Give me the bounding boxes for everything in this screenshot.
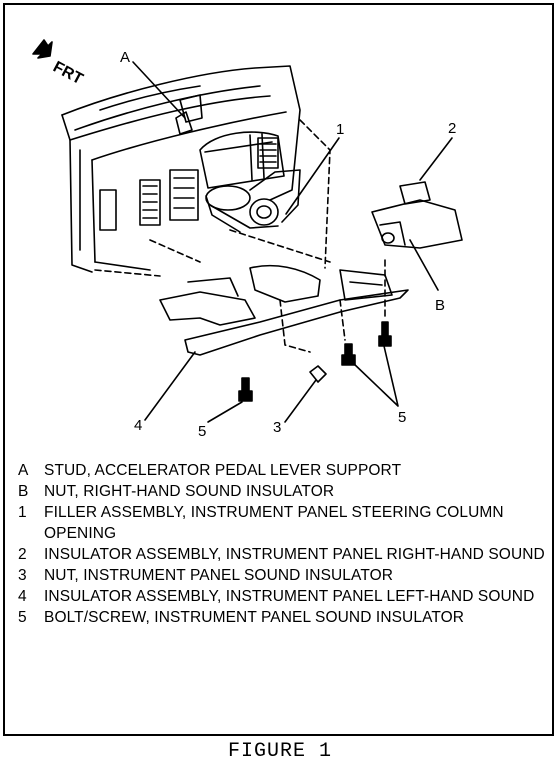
legend-item: 3 NUT, INSTRUMENT PANEL SOUND INSULATOR — [18, 565, 548, 586]
legend-key: A — [18, 462, 29, 479]
legend-key: 1 — [18, 504, 27, 521]
dashboard-panel — [61, 65, 386, 353]
front-arrow-icon — [32, 39, 53, 59]
figure-frame — [3, 3, 554, 736]
figure-caption: FIGURE 1 — [227, 740, 332, 763]
legend-text: INSULATOR ASSEMBLY, INSTRUMENT PANEL RIG… — [44, 546, 545, 563]
legend-text: NUT, RIGHT-HAND SOUND INSULATOR — [44, 483, 335, 500]
callout-1: 1 — [336, 121, 344, 138]
legend-text: STUD, ACCELERATOR PEDAL LEVER SUPPORT — [44, 462, 402, 479]
right-hand-insulator-assembly — [371, 181, 463, 249]
legend-text: INSULATOR ASSEMBLY, INSTRUMENT PANEL LEF… — [44, 588, 535, 605]
legend-key: 2 — [18, 546, 27, 563]
legend-item: 2 INSULATOR ASSEMBLY, INSTRUMENT PANEL R… — [18, 544, 548, 565]
callout-2: 2 — [448, 120, 456, 137]
legend-key: 5 — [18, 609, 27, 626]
legend-item: A STUD, ACCELERATOR PEDAL LEVER SUPPORT — [18, 460, 548, 481]
legend-key: B — [18, 483, 29, 500]
filler-assembly — [249, 169, 301, 223]
legend-text: NUT, INSTRUMENT PANEL SOUND INSULATOR — [44, 567, 394, 584]
exploded-view-illustration: FRT A 1 2 B 4 5 3 5 — [32, 39, 463, 440]
callout-5-right: 5 — [398, 409, 406, 426]
bolt-icon — [238, 321, 392, 402]
legend-item: 5 BOLT/SCREW, INSTRUMENT PANEL SOUND INS… — [18, 607, 548, 628]
callout-3: 3 — [273, 419, 281, 436]
legend-item: 1 FILLER ASSEMBLY, INSTRUMENT PANEL STEE… — [18, 502, 548, 544]
legend-key: 3 — [18, 567, 27, 584]
legend-key: 4 — [18, 588, 27, 605]
legend-item: 4 INSULATOR ASSEMBLY, INSTRUMENT PANEL L… — [18, 586, 548, 607]
legend-item: B NUT, RIGHT-HAND SOUND INSULATOR — [18, 481, 548, 502]
callout-5-left: 5 — [198, 423, 206, 440]
front-label: FRT — [50, 59, 86, 89]
legend-text: FILLER ASSEMBLY, INSTRUMENT PANEL STEERI… — [44, 504, 504, 542]
legend-text: BOLT/SCREW, INSTRUMENT PANEL SOUND INSUL… — [44, 609, 465, 626]
nut-icon — [309, 365, 327, 383]
legend: A STUD, ACCELERATOR PEDAL LEVER SUPPORT … — [18, 460, 548, 628]
accelerator-stud — [175, 111, 193, 135]
leader-lines — [132, 61, 453, 423]
callout-A: A — [120, 49, 130, 66]
callout-B: B — [435, 297, 445, 314]
callout-4: 4 — [134, 417, 142, 434]
